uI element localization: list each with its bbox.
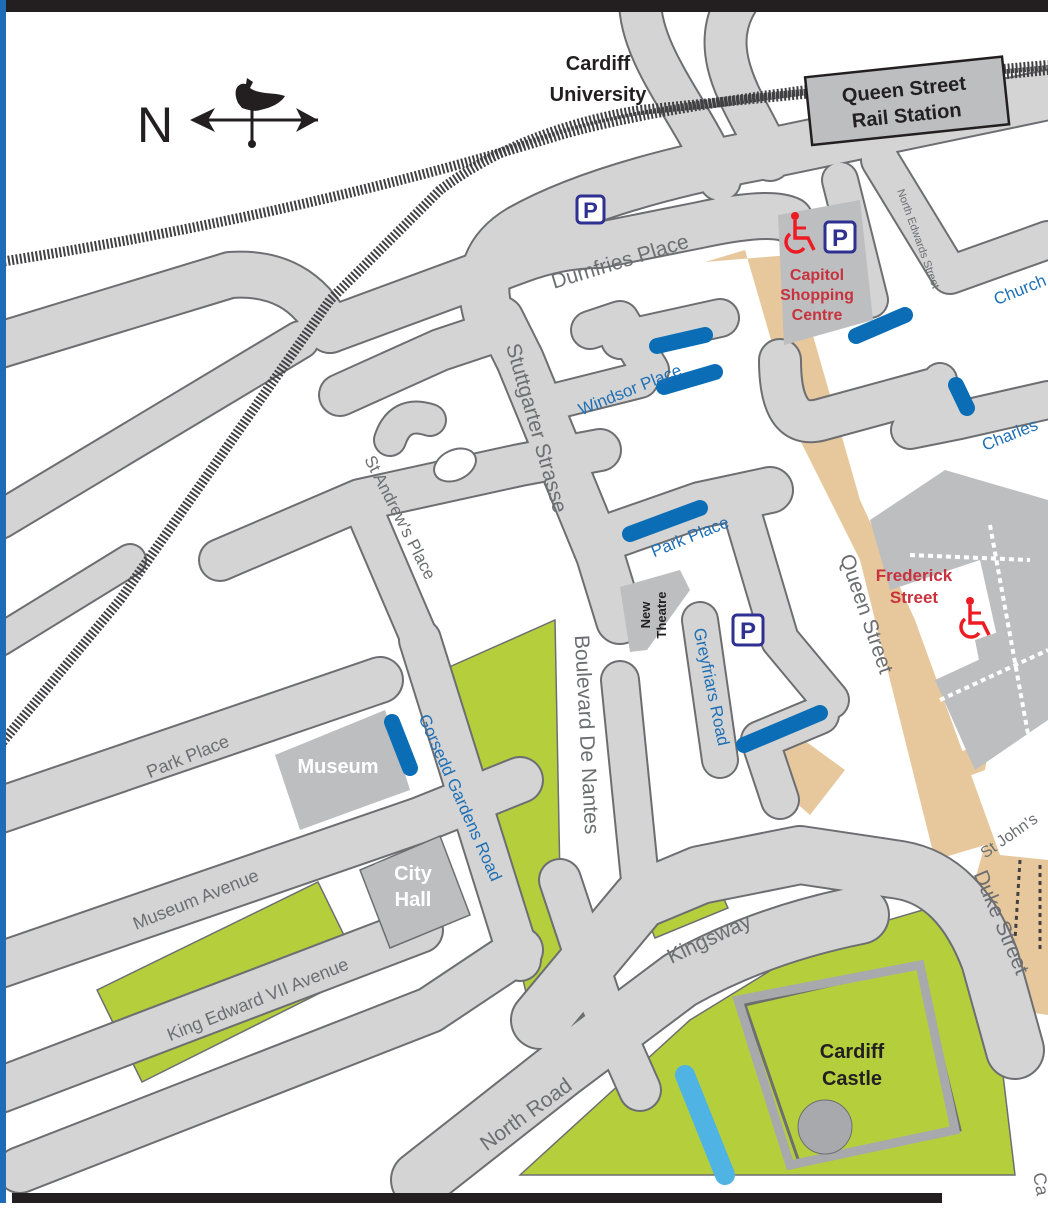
bay-windsor-2 (656, 364, 723, 395)
roundabout-island (433, 447, 477, 483)
compass-arrow-tail (296, 108, 318, 132)
map-bottom-border (12, 1193, 942, 1203)
capitol-line3: Centre (792, 307, 843, 324)
road-segment (862, 142, 1048, 293)
svg-text:P: P (832, 225, 848, 252)
water-channel (675, 1065, 735, 1185)
cardiff-castle-line2: Castle (822, 1068, 882, 1090)
city-hall-line2: Hall (395, 889, 432, 911)
cardiff-university-line2: University (550, 84, 648, 106)
road-segment (0, 928, 542, 1192)
road-segment (200, 430, 620, 580)
road-segment (308, 194, 812, 352)
road-segment (342, 482, 438, 658)
capitol-line1: Capitol (790, 267, 844, 284)
city-hall-line1: City (394, 863, 433, 885)
road-segment (543, 363, 657, 417)
compass-arrow-head (190, 108, 215, 132)
road-segment (375, 402, 445, 455)
capitol-line2: Shopping (780, 287, 854, 304)
bay-north-edwards (848, 307, 913, 344)
compass-rose: N (137, 78, 318, 153)
new-theatre-line1: New (638, 601, 653, 629)
road-segment (0, 658, 402, 832)
road-segment (760, 340, 950, 442)
road-segment (400, 620, 540, 980)
city-hall-building (375, 845, 455, 925)
road-segment (683, 603, 737, 777)
bay-greyfriars (736, 705, 828, 753)
queen-street-station[interactable]: Queen Street Rail Station (803, 55, 1011, 147)
arcade-paths (909, 524, 1048, 950)
road-segment (602, 300, 738, 358)
map-left-border (0, 0, 6, 1203)
accessible-bays (384, 307, 975, 776)
new-theatre-line2: Theatre (654, 592, 669, 639)
road-segment (0, 545, 145, 655)
frederick-line2: Street (890, 588, 939, 607)
parking-icon: P (823, 220, 857, 254)
road-segment (924, 364, 966, 436)
frederick-street-annex (975, 615, 1048, 715)
road-segment (0, 322, 318, 538)
museum-building (275, 710, 410, 830)
weathervane-rooster-icon (235, 78, 285, 111)
frederick-line1: Frederick (876, 566, 953, 585)
bay-windsor-1 (649, 327, 713, 354)
castle-keep (797, 1099, 853, 1155)
svg-text:P: P (740, 618, 756, 645)
map-top-border (0, 0, 1048, 12)
new-theatre-building (620, 570, 690, 652)
cardiff-castle-line1: Cardiff (820, 1041, 885, 1063)
road-segment (392, 887, 888, 1208)
road-segment (722, 487, 848, 718)
road-segment (0, 908, 442, 1112)
north-letter: N (137, 97, 173, 153)
cardiff-university-line1: Cardiff (566, 53, 631, 75)
road-segment (460, 71, 1048, 344)
wheelchair-access-icon (784, 212, 816, 254)
road-segment (602, 662, 658, 898)
parking-icon: P (575, 194, 606, 225)
bay-gorsedd (384, 714, 418, 776)
castle-walls (732, 959, 961, 1171)
road-segment (512, 827, 1043, 1078)
svg-text:P: P (583, 198, 598, 223)
wheelchair-access-icon (959, 597, 991, 639)
bay-charles (948, 377, 975, 416)
road-segment (320, 310, 520, 415)
bay-park-place (622, 500, 708, 542)
label-castle-street-partial: Ca (1029, 1171, 1048, 1198)
road-segment (540, 860, 660, 1110)
parking-icon: P (731, 613, 765, 647)
museum-label: Museum (297, 756, 378, 778)
